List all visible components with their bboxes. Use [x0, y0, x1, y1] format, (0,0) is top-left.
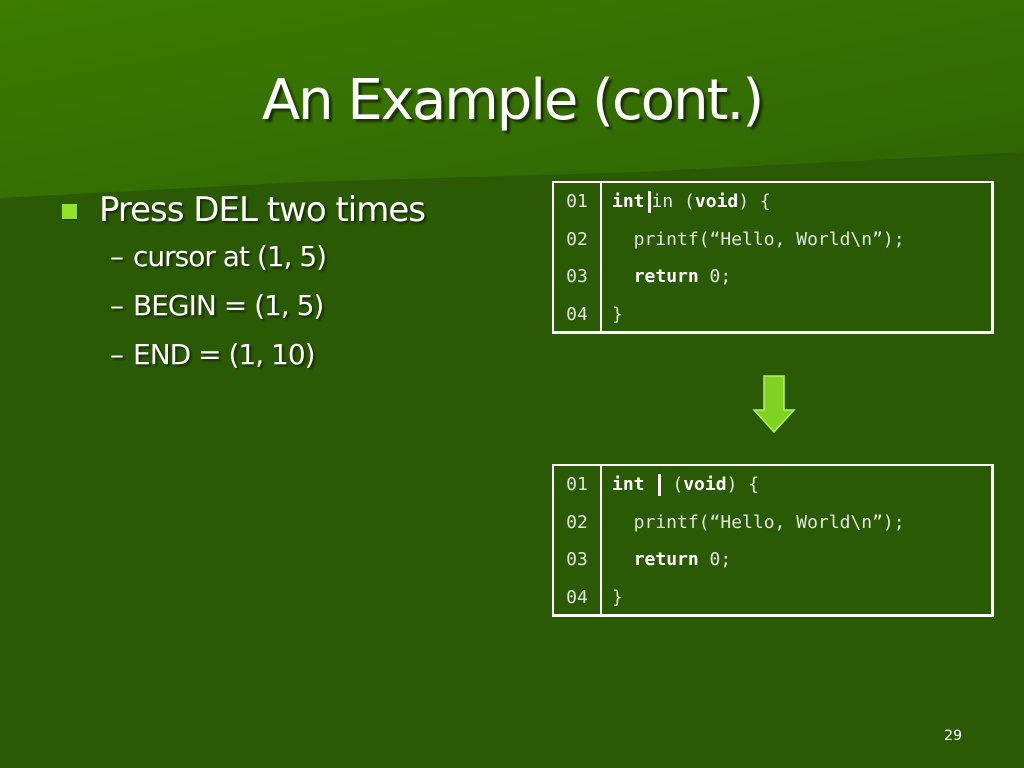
code-token — [612, 549, 634, 570]
sub-bullet-text: END = (1, 10) — [133, 338, 316, 371]
code-token — [612, 266, 634, 287]
keyword: void — [694, 191, 739, 213]
code-text: return 0; — [602, 549, 732, 571]
dash-marker: – — [110, 289, 124, 322]
line-number: 02 — [554, 503, 602, 541]
text-cursor — [657, 473, 661, 496]
text-cursor — [647, 190, 651, 213]
slide-title: An Example (cont.) — [261, 68, 764, 133]
code-line: 04 } — [554, 578, 991, 616]
line-number: 04 — [554, 295, 602, 333]
code-text: } — [612, 303, 623, 325]
line-number: 01 — [554, 466, 602, 504]
code-token: 0; — [698, 549, 732, 571]
code-line: 04 } — [554, 295, 991, 333]
code-token: 0; — [698, 266, 732, 288]
keyword: return — [633, 549, 699, 571]
bullet-main: Press DEL two times — [62, 188, 426, 232]
line-number: 04 — [554, 578, 602, 616]
keyword: int — [612, 191, 645, 213]
code-token: ( — [661, 474, 684, 496]
code-line: 03 return 0; — [554, 258, 991, 296]
code-token: ) { — [726, 474, 760, 496]
code-block-after: 01 int (void) { 02 printf(“Hello, World\… — [552, 464, 994, 617]
code-text: int (void) { — [602, 473, 760, 496]
line-number: 03 — [554, 541, 602, 579]
identifier: in — [651, 191, 674, 213]
sub-bullet: – BEGIN = (1, 5) — [110, 281, 425, 330]
code-text: return 0; — [602, 266, 732, 288]
sub-bullet: – END = (1, 10) — [110, 330, 425, 379]
line-number: 01 — [554, 183, 602, 221]
sub-bullet-text: BEGIN = (1, 5) — [133, 289, 324, 322]
keyword: int — [612, 474, 645, 496]
code-line: 02 printf(“Hello, World\n”); — [554, 220, 991, 258]
dash-marker: – — [110, 338, 124, 371]
code-line: 02 printf(“Hello, World\n”); — [554, 503, 991, 541]
code-token: ) { — [738, 191, 771, 213]
sub-bullet: – cursor at (1, 5) — [110, 232, 425, 281]
square-bullet-icon — [62, 203, 77, 219]
keyword: return — [633, 266, 699, 288]
dash-marker: – — [110, 240, 124, 273]
code-text: printf(“Hello, World\n”); — [612, 511, 905, 533]
down-arrow-icon — [752, 375, 796, 434]
page-number: 29 — [944, 728, 962, 744]
sub-bullet-text: cursor at (1, 5) — [133, 240, 327, 273]
line-number: 02 — [554, 220, 602, 258]
code-line: 03 return 0; — [554, 541, 991, 579]
bullet-main-text: Press DEL two times — [99, 190, 426, 230]
code-token: ( — [673, 191, 695, 213]
code-text: printf(“Hello, World\n”); — [612, 228, 905, 250]
code-line: 01 int (void) { — [554, 466, 991, 504]
bullet-list: Press DEL two times – cursor at (1, 5) –… — [62, 188, 426, 379]
line-number: 03 — [554, 258, 602, 296]
code-text: } — [612, 586, 623, 608]
keyword: void — [683, 474, 727, 496]
